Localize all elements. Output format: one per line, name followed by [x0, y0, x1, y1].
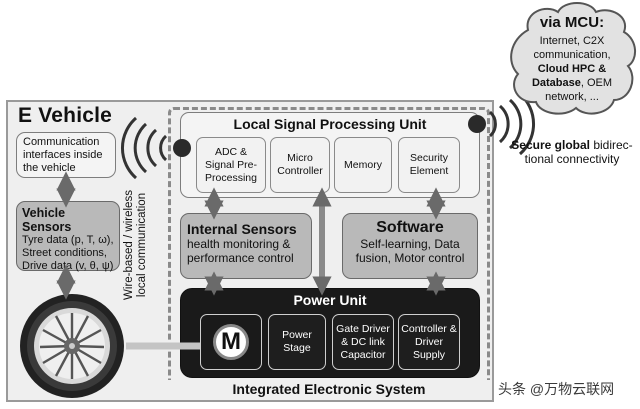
connectivity-caption: Secure global bidirec- tional connectivi… — [504, 138, 640, 166]
chip-microcontroller: Micro Controller — [270, 137, 330, 193]
chip-gate-driver: Gate Driver & DC link Capacitor — [332, 314, 394, 370]
motor-icon: M — [213, 324, 249, 360]
connectivity-line-2: tional connectivity — [524, 152, 620, 166]
antenna-dot-right — [468, 115, 486, 133]
comm-interfaces-box: Communication interfaces inside the vehi… — [16, 132, 116, 178]
vehicle-sensors-box: Vehicle Sensors Tyre data (p, T, ω), Str… — [16, 201, 120, 272]
vehicle-sensors-line-1: Tyre data (p, T, ω), — [22, 234, 114, 246]
chip-power-stage: Power Stage — [268, 314, 326, 370]
power-unit-title: Power Unit — [293, 292, 367, 308]
waves-left — [121, 116, 168, 180]
connectivity-line-1: Secure global bidirec- — [511, 138, 633, 152]
motor-chip: M — [200, 314, 262, 370]
antenna-dot-left — [173, 139, 191, 157]
vehicle-title: E Vehicle — [18, 104, 113, 127]
chip-memory: Memory — [334, 137, 392, 193]
software-title: Software — [376, 219, 444, 236]
tire-image — [20, 294, 124, 398]
cloud-text: via MCU: Internet, C2X communication, Cl… — [512, 14, 632, 104]
system-label: Integrated Electronic System — [168, 380, 490, 398]
internal-sensors-title: Internal Sensors — [187, 221, 297, 237]
cloud-line-4: Database, OEM — [531, 77, 613, 89]
vehicle-sensors-line-2: Street conditions, — [22, 247, 107, 259]
software-box: Software Self-learning, Data fusion, Mot… — [342, 213, 478, 279]
software-desc: Self-learning, Data fusion, Motor contro… — [355, 237, 465, 265]
vehicle-sensors-title: Vehicle Sensors — [22, 206, 72, 234]
cloud-title: via MCU: — [539, 14, 605, 31]
chip-adc: ADC & Signal Pre-Processing — [196, 137, 266, 193]
chip-controller-supply: Controller & Driver Supply — [398, 314, 460, 370]
internal-sensors-box: Internal Sensors health monitoring & per… — [180, 213, 312, 279]
cloud-line-3: Cloud HPC & — [537, 63, 607, 75]
comm-interfaces-label: Communication interfaces inside the vehi… — [23, 136, 103, 174]
cloud-line-1: Internet, C2X — [539, 35, 605, 47]
cloud-shape — [510, 2, 636, 115]
lspu-title: Local Signal Processing Unit — [233, 116, 427, 132]
cloud-line-5: network, ... — [545, 91, 599, 103]
internal-sensors-desc: health monitoring & performance control — [187, 237, 294, 265]
cloud-line-2: communication, — [533, 49, 611, 61]
watermark: 头条 @万物云联网 — [498, 381, 615, 397]
